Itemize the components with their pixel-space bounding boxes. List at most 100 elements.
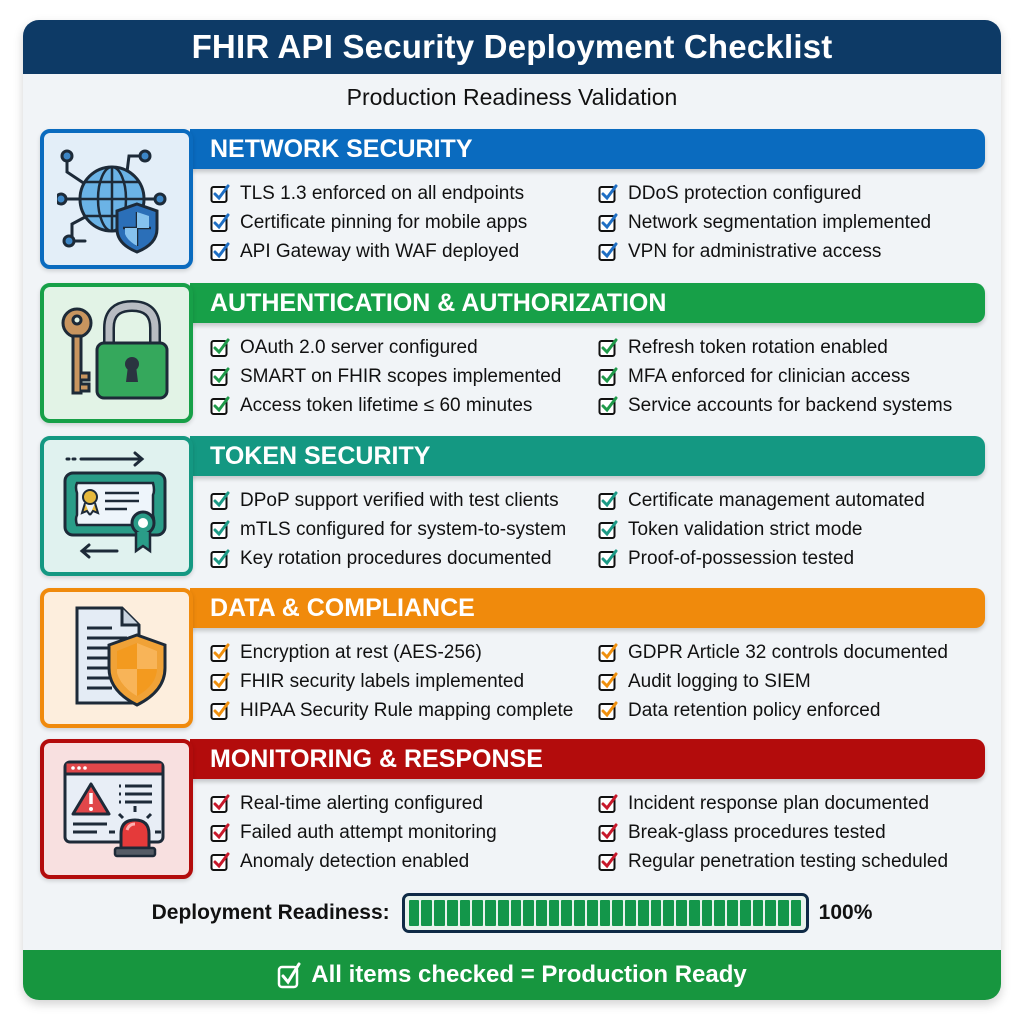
checklist-item[interactable]: HIPAA Security Rule mapping complete — [210, 696, 598, 725]
checklist-item[interactable]: Audit logging to SIEM — [598, 667, 990, 696]
checklist-item[interactable]: SMART on FHIR scopes implemented — [210, 362, 598, 391]
section-authentication-authorization: AUTHENTICATION & AUTHORIZATION OAuth 2.0… — [40, 283, 985, 423]
checkbox-checked-icon[interactable] — [598, 794, 618, 814]
progress-segment — [472, 900, 484, 926]
progress-segment — [701, 900, 713, 926]
progress-segment — [548, 900, 560, 926]
item-label: Key rotation procedures documented — [240, 547, 552, 569]
checklist-item[interactable]: API Gateway with WAF deployed — [210, 237, 598, 266]
item-label: Network segmentation implemented — [628, 211, 932, 233]
checkbox-checked-icon[interactable] — [210, 701, 230, 721]
checklist-item[interactable]: mTLS configured for system-to-system — [210, 515, 598, 544]
item-label: Break-glass procedures tested — [628, 821, 886, 843]
checkbox-checked-icon[interactable] — [210, 794, 230, 814]
checklist-item[interactable]: Encryption at rest (AES-256) — [210, 638, 598, 667]
checkbox-checked-icon[interactable] — [210, 549, 230, 569]
checklist-item[interactable]: Incident response plan documented — [598, 789, 990, 818]
checklist-item[interactable]: Token validation strict mode — [598, 515, 990, 544]
checkbox-checked-icon[interactable] — [210, 852, 230, 872]
checklist-item[interactable]: FHIR security labels implemented — [210, 667, 598, 696]
checkbox-checked-icon[interactable] — [210, 520, 230, 540]
checklist: Real-time alerting configured Failed aut… — [210, 789, 990, 879]
checklist-item[interactable]: Service accounts for backend systems — [598, 391, 990, 420]
progress-segment — [739, 900, 751, 926]
progress-segment — [714, 900, 726, 926]
checkbox-checked-icon[interactable] — [210, 643, 230, 663]
checkbox-checked-icon[interactable] — [210, 338, 230, 358]
checkbox-checked-icon[interactable] — [210, 184, 230, 204]
checklist-item[interactable]: Failed auth attempt monitoring — [210, 818, 598, 847]
checkbox-checked-icon[interactable] — [210, 242, 230, 262]
checklist-item[interactable]: OAuth 2.0 server configured — [210, 333, 598, 362]
checklist-item[interactable]: Certificate pinning for mobile apps — [210, 208, 598, 237]
checkbox-checked-icon[interactable] — [598, 852, 618, 872]
checklist-card: FHIR API Security Deployment Checklist P… — [23, 20, 1001, 1000]
checkbox-checked-icon[interactable] — [210, 672, 230, 692]
section-monitoring-response: MONITORING & RESPONSE Real-time alerting… — [40, 739, 985, 879]
checklist-item[interactable]: GDPR Article 32 controls documented — [598, 638, 990, 667]
readiness-label: Deployment Readiness: — [151, 901, 390, 924]
section-header: DATA & COMPLIANCE — [190, 588, 985, 628]
item-label: MFA enforced for clinician access — [628, 365, 910, 387]
section-token-security: TOKEN SECURITY DPoP support verified wit… — [40, 436, 985, 576]
checklist: Encryption at rest (AES-256) FHIR securi… — [210, 638, 990, 728]
checklist-item[interactable]: Network segmentation implemented — [598, 208, 990, 237]
checkbox-checked-icon[interactable] — [598, 338, 618, 358]
checkbox-checked-icon[interactable] — [210, 367, 230, 387]
readiness-percent: 100% — [818, 901, 873, 924]
checkbox-checked-icon[interactable] — [598, 643, 618, 663]
checklist-item[interactable]: Break-glass procedures tested — [598, 818, 990, 847]
checklist-item[interactable]: Real-time alerting configured — [210, 789, 598, 818]
checkbox-checked-icon[interactable] — [210, 396, 230, 416]
checklist-item[interactable]: VPN for administrative access — [598, 237, 990, 266]
checkbox-checked-icon[interactable] — [210, 213, 230, 233]
checklist-item[interactable]: DPoP support verified with test clients — [210, 486, 598, 515]
checklist-item[interactable]: TLS 1.3 enforced on all endpoints — [210, 179, 598, 208]
item-label: FHIR security labels implemented — [240, 670, 525, 692]
checklist-item[interactable]: DDoS protection configured — [598, 179, 990, 208]
checkbox-checked-icon[interactable] — [598, 520, 618, 540]
checkbox-checked-icon[interactable] — [598, 396, 618, 416]
item-label: OAuth 2.0 server configured — [240, 336, 478, 358]
checklist-item[interactable]: MFA enforced for clinician access — [598, 362, 990, 391]
checklist-item[interactable]: Proof-of-possession tested — [598, 544, 990, 573]
deployment-readiness: Deployment Readiness: 100% — [23, 890, 1001, 936]
checkbox-checked-icon[interactable] — [598, 242, 618, 262]
checkbox-checked-icon[interactable] — [210, 823, 230, 843]
section-header: NETWORK SECURITY — [190, 129, 985, 169]
checkbox-checked-icon[interactable] — [598, 491, 618, 511]
progress-segment — [561, 900, 573, 926]
item-label: Regular penetration testing scheduled — [628, 850, 949, 872]
item-label: Token validation strict mode — [628, 518, 863, 540]
checkbox-checked-icon[interactable] — [598, 823, 618, 843]
alert-window-siren-icon — [63, 760, 164, 858]
progress-segment — [536, 900, 547, 926]
checkbox-checked-icon[interactable] — [598, 213, 618, 233]
footer-text: All items checked = Production Ready — [311, 961, 747, 988]
checkbox-checked-icon[interactable] — [598, 184, 618, 204]
checkbox-checked-icon — [278, 962, 301, 989]
progress-segment — [650, 900, 662, 926]
progress-segment — [434, 900, 445, 926]
page-title: FHIR API Security Deployment Checklist — [191, 28, 833, 65]
item-label: GDPR Article 32 controls documented — [628, 641, 948, 663]
checklist-item[interactable]: Refresh token rotation enabled — [598, 333, 990, 362]
checkbox-checked-icon[interactable] — [598, 672, 618, 692]
checkbox-checked-icon[interactable] — [598, 367, 618, 387]
checklist-item[interactable]: Data retention policy enforced — [598, 696, 990, 725]
checkbox-checked-icon[interactable] — [210, 491, 230, 511]
checklist-item[interactable]: Anomaly detection enabled — [210, 847, 598, 876]
progress-segment — [421, 900, 433, 926]
title-bar: FHIR API Security Deployment Checklist — [23, 20, 1001, 74]
item-label: Certificate pinning for mobile apps — [240, 211, 528, 233]
checklist-item[interactable]: Access token lifetime ≤ 60 minutes — [210, 391, 598, 420]
progress-segment — [459, 900, 471, 926]
checklist-item[interactable]: Certificate management automated — [598, 486, 990, 515]
item-label: Encryption at rest (AES-256) — [240, 641, 482, 663]
checklist-item[interactable]: Regular penetration testing scheduled — [598, 847, 990, 876]
checkbox-checked-icon[interactable] — [598, 549, 618, 569]
item-label: Certificate management automated — [628, 489, 925, 511]
checklist-item[interactable]: Key rotation procedures documented — [210, 544, 598, 573]
checkbox-checked-icon[interactable] — [598, 701, 618, 721]
item-label: DPoP support verified with test clients — [240, 489, 559, 511]
